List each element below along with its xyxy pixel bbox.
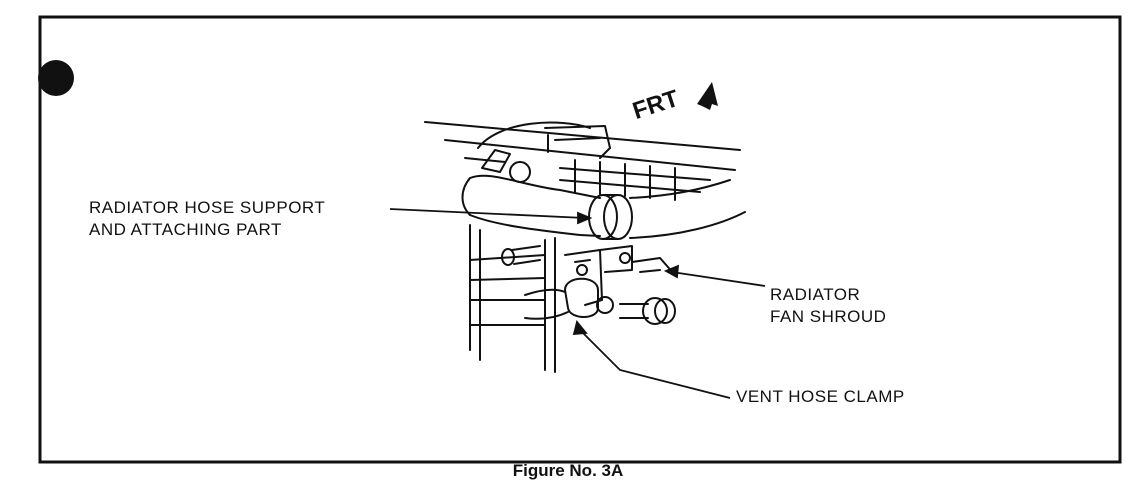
leader-fan-shroud bbox=[671, 271, 766, 287]
bullet-marker bbox=[38, 60, 74, 96]
callout-vent-clamp: VENT HOSE CLAMP bbox=[736, 387, 905, 406]
leader-fan-shroud-arrowhead bbox=[663, 264, 680, 279]
figure-frame bbox=[38, 15, 1122, 464]
callout-fan-shroud-line2: FAN SHROUD bbox=[770, 307, 887, 326]
figure-caption: Figure No. 3A bbox=[512, 461, 624, 480]
leader-hose-support bbox=[389, 208, 586, 219]
callout-hose-support-line1: RADIATOR HOSE SUPPORT bbox=[89, 198, 326, 217]
callout-fan-shroud-line1: RADIATOR bbox=[770, 285, 861, 304]
leader-vent-clamp-arrowhead bbox=[572, 320, 588, 336]
front-arrow-icon bbox=[697, 82, 718, 110]
leader-hose-support-arrowhead bbox=[577, 211, 593, 225]
engine-illustration bbox=[424, 121, 746, 373]
leader-vent-clamp bbox=[579, 329, 731, 399]
callout-hose-support-line2: AND ATTACHING PART bbox=[89, 220, 282, 239]
leader-lines bbox=[389, 208, 766, 399]
